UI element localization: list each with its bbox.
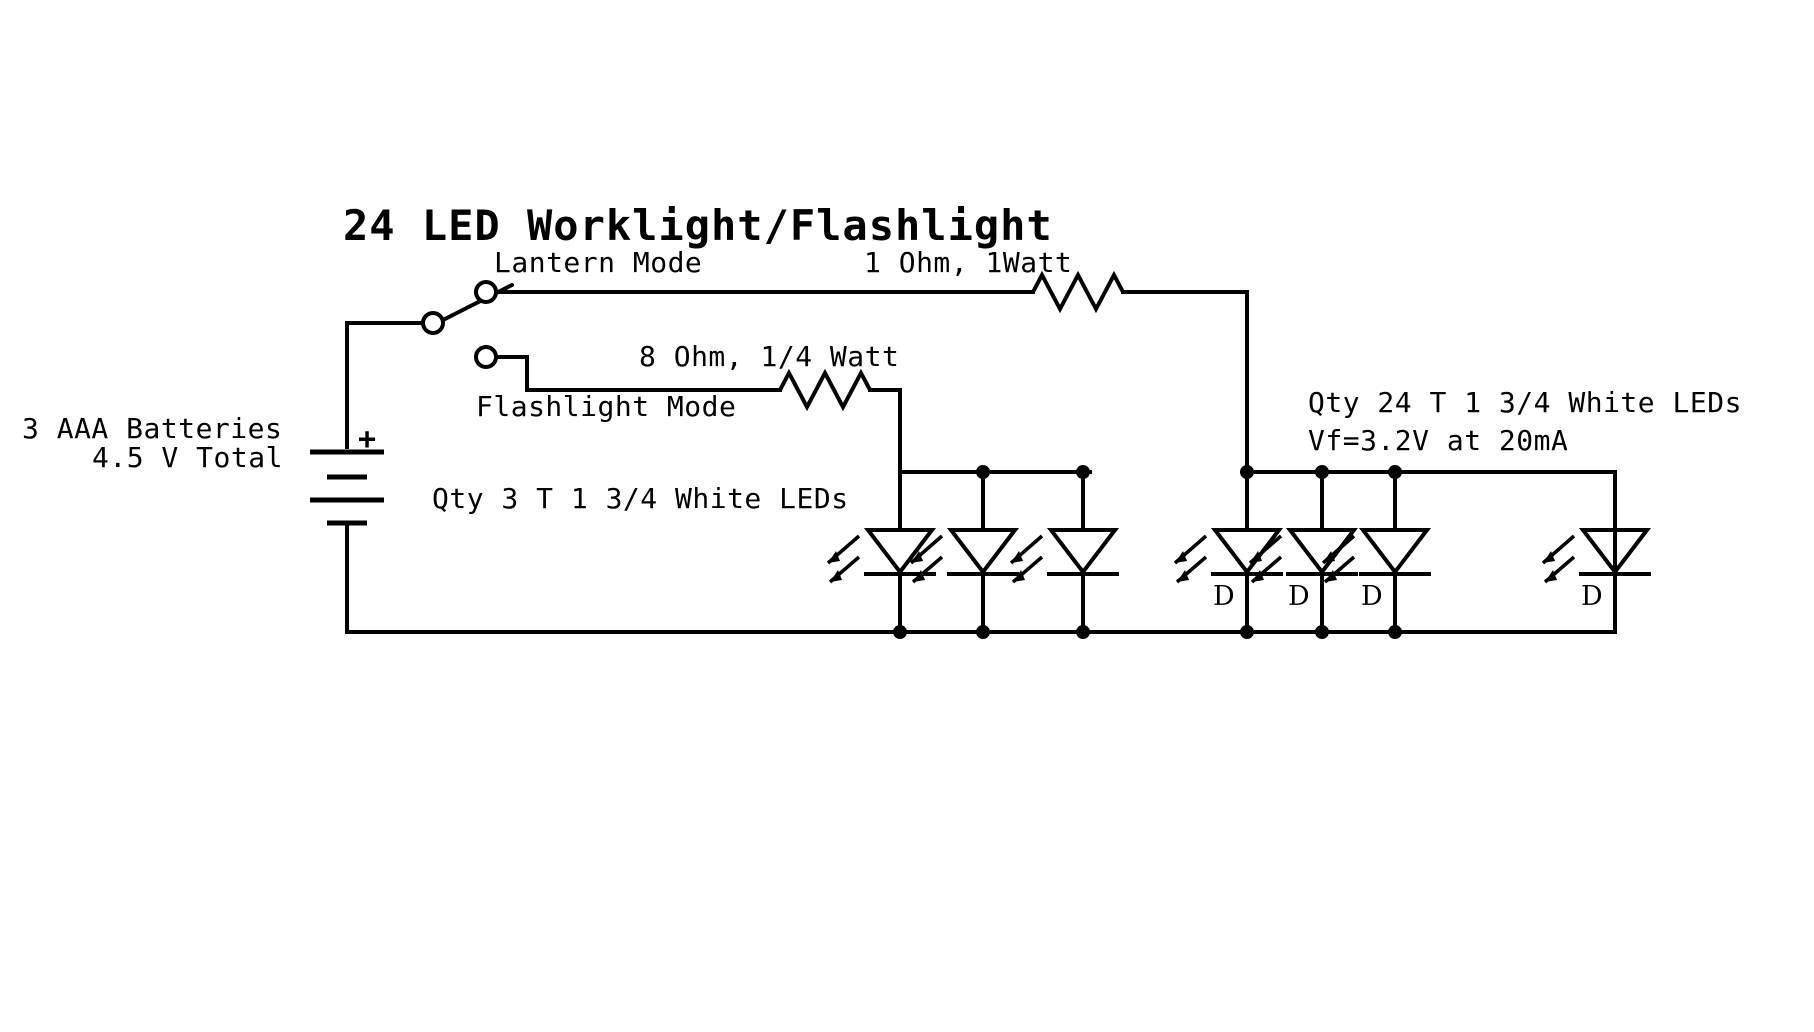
battery-label-line1: 3 AAA Batteries [22, 412, 282, 445]
battery-symbol [310, 321, 1617, 634]
led-emission-arrowhead-icon [1011, 551, 1023, 563]
led-emission-arrowhead-icon [1250, 551, 1262, 563]
flashlight-branch [494, 355, 902, 474]
lantern-bank-bus [1240, 465, 1617, 639]
led-flashlight-3 [1009, 470, 1120, 634]
resistor-flashlight-symbol [778, 368, 872, 412]
led-emission-arrowhead-icon [1323, 551, 1335, 563]
led-emission-arrowhead-icon [1545, 570, 1557, 582]
led-emission-arrowhead-icon [1175, 551, 1187, 563]
led-emission-arrowhead-icon [1325, 570, 1337, 582]
led-ref-label: D [1581, 581, 1603, 612]
lantern-branch [494, 270, 1249, 474]
led-emission-arrowhead-icon [830, 570, 842, 582]
led-emission-arrowhead-icon [1252, 570, 1264, 582]
switch-terminal-flashlight[interactable] [474, 345, 498, 369]
led-ref-label: D [1288, 581, 1310, 612]
led-lantern-3: D [1321, 470, 1432, 634]
lantern-mode-label: Lantern Mode [494, 246, 702, 279]
led-emission-arrowhead-icon [913, 570, 925, 582]
lantern-bank-vf-label: Vf=3.2V at 20mA [1308, 424, 1568, 457]
battery-label-line2: 4.5 V Total [92, 441, 283, 474]
lantern-wire-right [1121, 290, 1249, 474]
led-emission-arrowhead-icon [1013, 570, 1025, 582]
led-flashlight-2 [909, 470, 1020, 634]
led-lantern-4: D [1541, 470, 1652, 634]
led-triangle-icon [1046, 528, 1120, 576]
led-triangle-icon [946, 528, 1020, 576]
battery-polarity-label: + [358, 422, 376, 457]
led-triangle-icon [1578, 528, 1652, 576]
switch-terminal-lantern[interactable] [474, 280, 498, 304]
lantern-bank-qty-label: Qty 24 T 1 3/4 White LEDs [1308, 386, 1742, 419]
led-ref-label: D [1361, 581, 1383, 612]
flashlight-mode-label: Flashlight Mode [476, 390, 736, 423]
flashlight-wire-left [494, 355, 782, 392]
flashlight-wire-right [868, 388, 902, 474]
led-emission-arrowhead-icon [1177, 570, 1189, 582]
battery-negative-lead [345, 521, 1617, 634]
led-triangle-icon [1358, 528, 1432, 576]
switch-pole-terminal[interactable] [421, 311, 445, 335]
led-triangle-icon [863, 528, 937, 576]
led-lantern-1: D [1173, 470, 1284, 634]
resistor-flashlight-label: 8 Ohm, 1/4 Watt [639, 340, 899, 373]
diagram-title: 24 LED Worklight/Flashlight [343, 201, 1053, 250]
led-emission-arrowhead-icon [828, 551, 840, 563]
led-emission-arrowhead-icon [911, 551, 923, 563]
led-ref-label: D [1213, 581, 1235, 612]
resistor-lantern-symbol [1031, 270, 1125, 314]
battery-positive-lead [345, 321, 435, 449]
flashlight-bank-qty-label: Qty 3 T 1 3/4 White LEDs [432, 482, 849, 515]
mode-switch[interactable] [421, 280, 514, 369]
resistor-lantern-label: 1 Ohm, 1Watt [864, 246, 1072, 279]
led-lantern-2: D [1248, 470, 1359, 634]
led-emission-arrowhead-icon [1543, 551, 1555, 563]
